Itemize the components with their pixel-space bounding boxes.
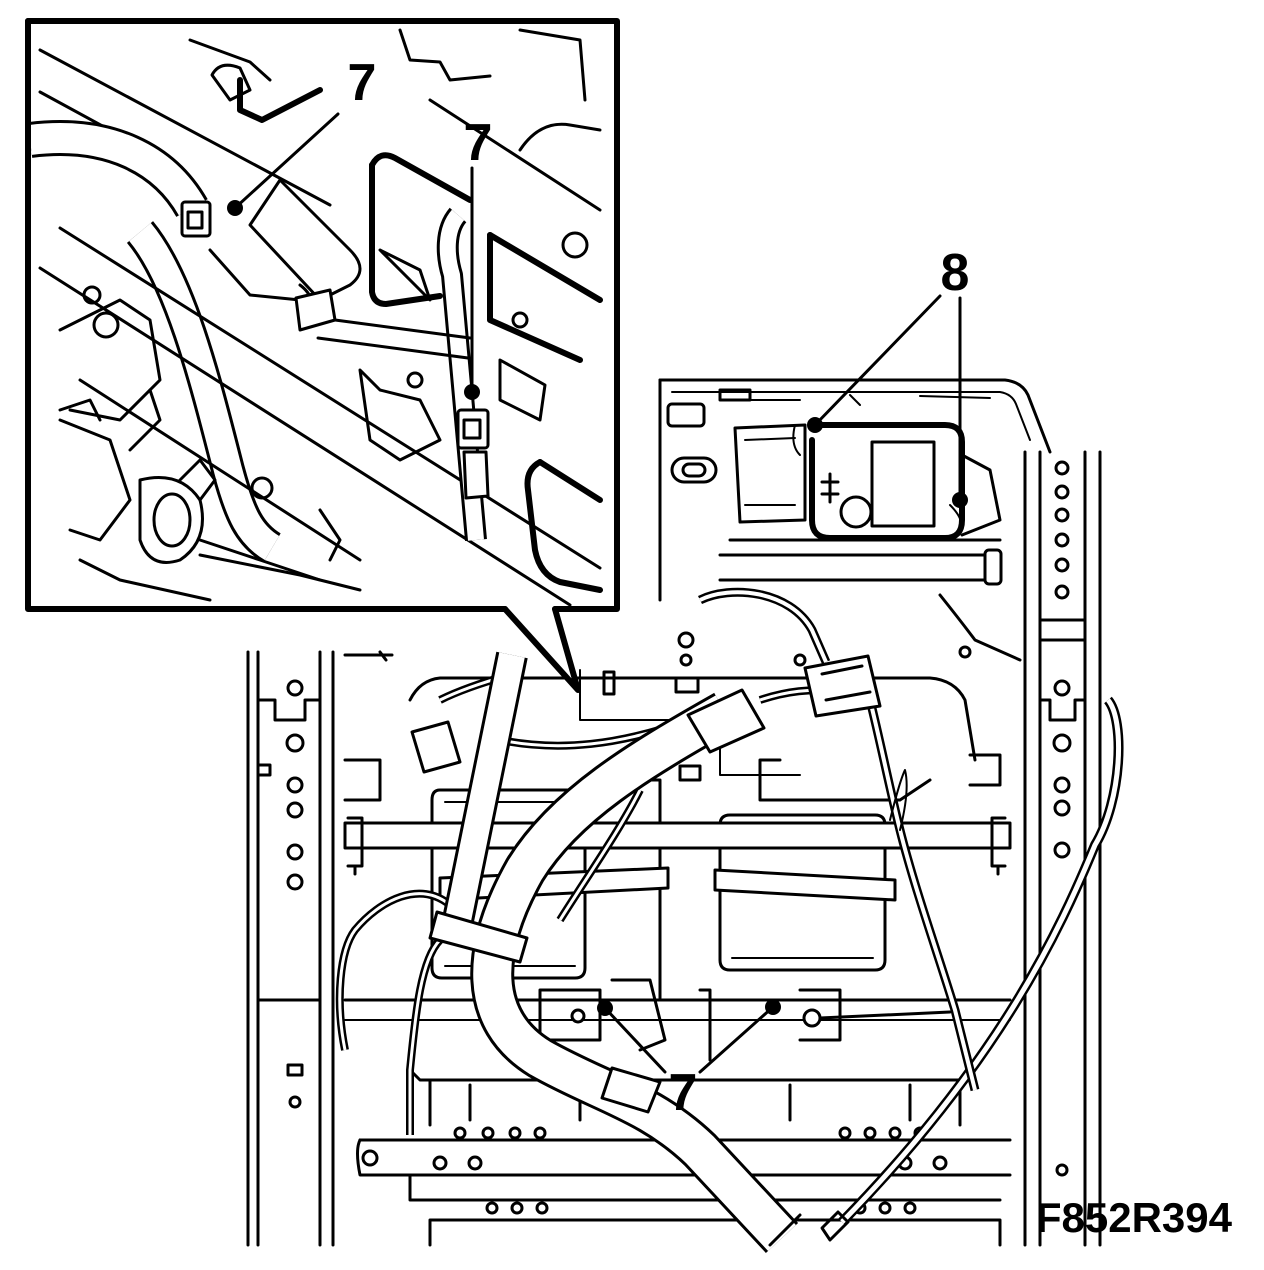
callout-label: 7 [348, 54, 377, 112]
control-module [733, 422, 1002, 541]
callout-label: 8 [941, 244, 970, 302]
seat-pan-frame [343, 631, 1012, 1021]
leader-dot [227, 200, 243, 216]
inset-detail-drawing [28, 28, 603, 607]
rear-cross-plate [658, 378, 1052, 662]
leader-dot [597, 1000, 613, 1016]
callout-label: 7 [464, 114, 493, 172]
leader-dot [807, 417, 823, 433]
callout-8: 8 [807, 244, 969, 508]
leader-dot [464, 384, 480, 400]
left-side-rail [246, 650, 394, 1247]
callout-7-bottom: 7 [597, 999, 781, 1122]
right-side-rail [968, 450, 1102, 1247]
callout-label: 7 [669, 1064, 698, 1122]
harness-connectors [410, 654, 882, 1114]
callout-7-inset-left: 7 [227, 54, 376, 216]
leader-dot [765, 999, 781, 1015]
detail-inset [25, 18, 620, 693]
leader-dot [952, 492, 968, 508]
harness-clamp [428, 910, 529, 964]
figure-code: F852R394 [1036, 1194, 1233, 1241]
callout-7-inset-right: 7 [464, 114, 493, 400]
